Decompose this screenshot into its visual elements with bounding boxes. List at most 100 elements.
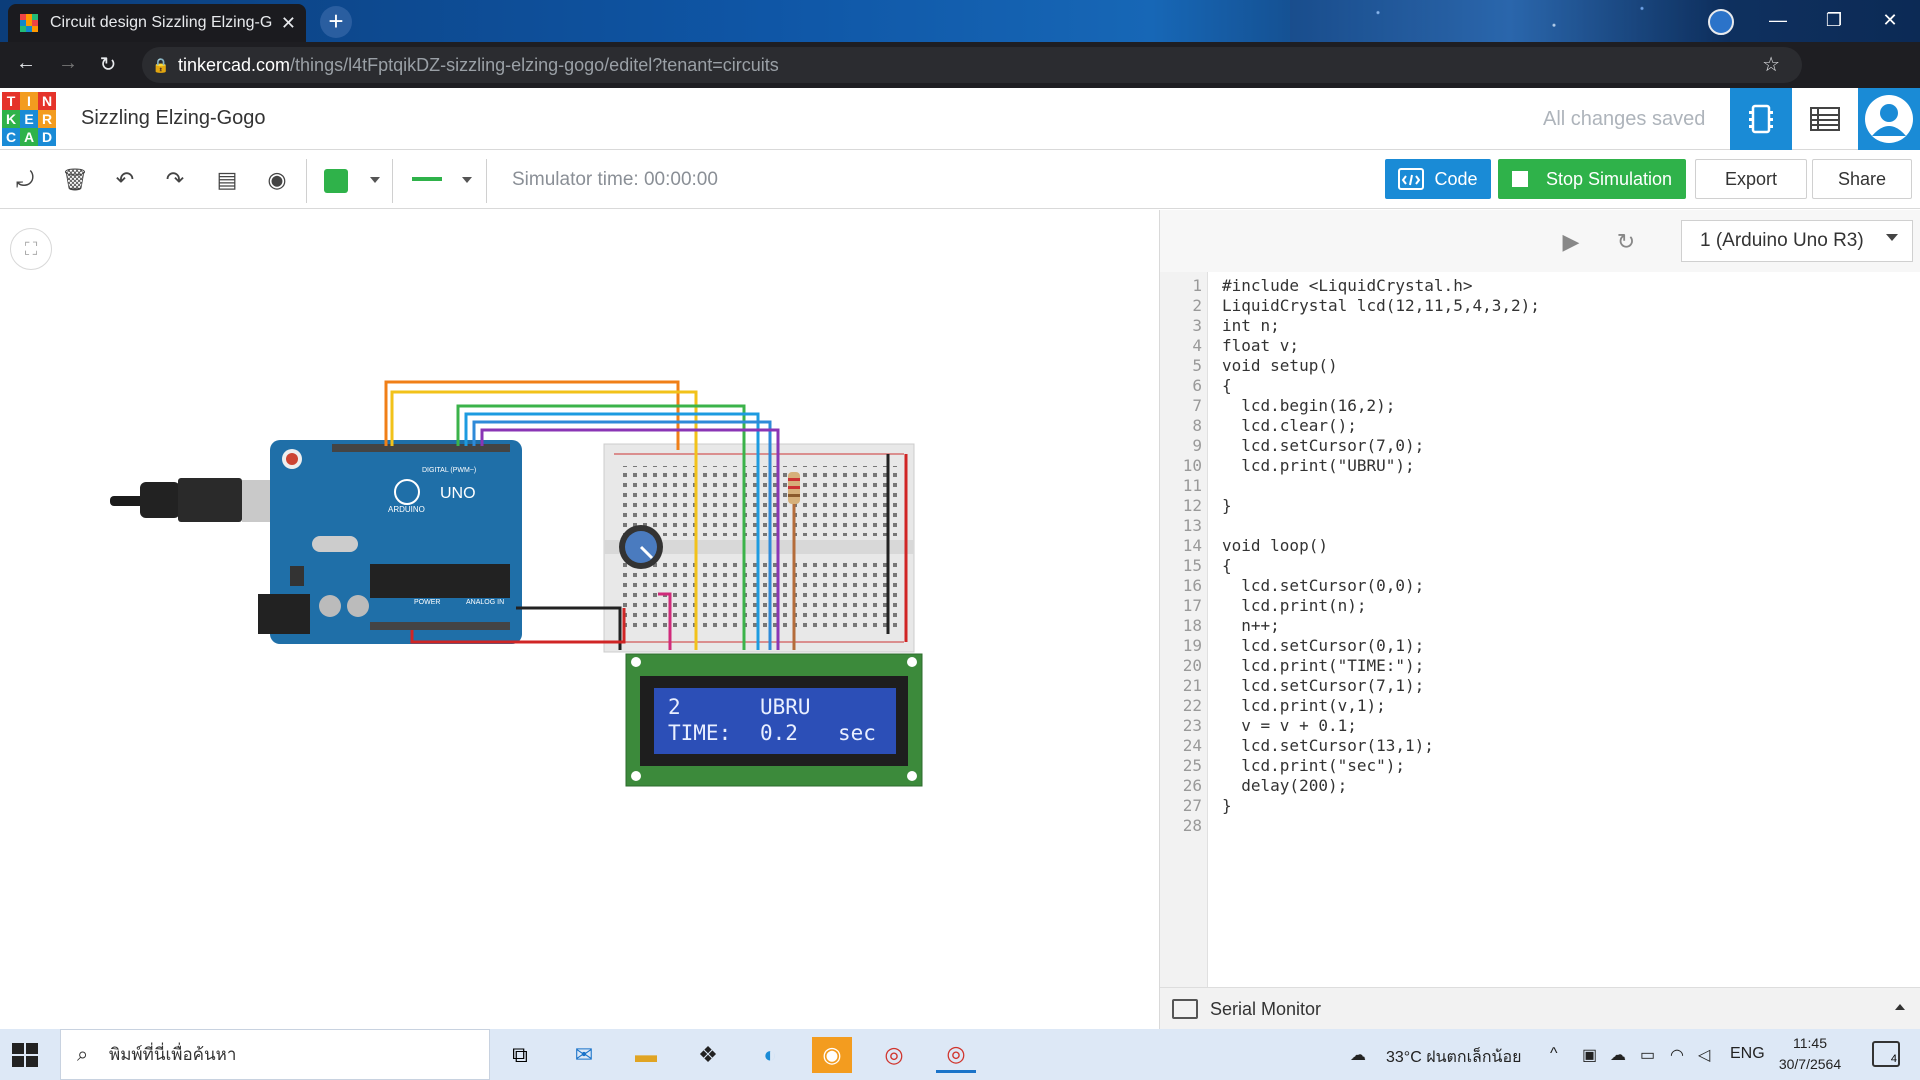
code-line: 15{ <box>1160 556 1920 576</box>
wire-color-swatch[interactable] <box>324 169 348 193</box>
logo-letter: C <box>2 128 20 146</box>
notification-count: 4 <box>1890 1053 1897 1065</box>
weather-text[interactable]: 33°C ฝนตกเล็กน้อย <box>1386 1049 1522 1066</box>
notes-icon[interactable]: ▤ <box>216 167 238 192</box>
volume-icon[interactable]: ◁ <box>1698 1047 1711 1064</box>
wifi-icon[interactable]: ◠ <box>1670 1047 1684 1064</box>
minimize-button[interactable]: — <box>1769 10 1787 30</box>
circuit-workplane[interactable]: ⛶ UNO ARDUINO DIGITAL (PWM~ <box>0 210 1159 1029</box>
chrome-icon[interactable]: ◎ <box>936 1037 976 1073</box>
code-line: 16 lcd.setCursor(0,0); <box>1160 576 1920 596</box>
taskbar-clock[interactable]: 11:45 30/7/2564 <box>1765 1033 1855 1075</box>
code-button[interactable]: Code <box>1385 159 1491 199</box>
toolbar-divider <box>392 159 393 203</box>
serial-monitor-label: Serial Monitor <box>1210 999 1322 1019</box>
component-list-button[interactable] <box>1794 88 1856 150</box>
breadboard-icon <box>1749 104 1773 134</box>
line-number: 12 <box>1182 496 1202 515</box>
notes-visibility-eye-icon[interactable]: ◉ <box>267 167 287 192</box>
code-text: lcd.setCursor(0,0); <box>1222 576 1425 595</box>
rotate-icon[interactable]: ⤾ <box>15 167 35 192</box>
back-arrow-icon[interactable]: ← <box>16 52 36 74</box>
wire-type-icon[interactable] <box>412 177 442 181</box>
tinkercad-logo[interactable]: T I N K E R C A D <box>2 92 56 146</box>
lock-icon: 🔒 <box>152 57 170 73</box>
stop-simulation-button[interactable]: Stop Simulation <box>1498 159 1686 199</box>
code-line: 10 lcd.print("UBRU"); <box>1160 456 1920 476</box>
circuit-wires <box>384 380 908 650</box>
device-select[interactable]: 1 (Arduino Uno R3) <box>1681 220 1913 262</box>
delete-trash-icon[interactable]: 🗑 <box>61 167 89 192</box>
reload-icon[interactable]: ↻ <box>99 54 117 76</box>
edge-icon[interactable]: ◐ <box>763 1042 777 1067</box>
undo-icon[interactable]: ↶ <box>115 167 135 192</box>
upload-run-icon[interactable]: ▶ <box>1562 229 1580 254</box>
battery-icon[interactable]: ▭ <box>1640 1047 1656 1064</box>
logo-letter: T <box>2 92 20 110</box>
url-field[interactable]: 🔒 tinkercad.com/things/l4tFptqikDZ-sizzl… <box>142 47 1802 83</box>
line-number: 20 <box>1182 656 1202 675</box>
forward-arrow-icon[interactable]: → <box>58 52 78 74</box>
chevron-down-icon[interactable] <box>462 177 472 183</box>
line-number: 3 <box>1192 316 1202 335</box>
simulator-time: Simulator time: 00:00:00 <box>512 169 718 190</box>
project-title[interactable]: Sizzling Elzing-Gogo <box>81 107 266 129</box>
arduino-uno-board[interactable]: UNO ARDUINO DIGITAL (PWM~) POWER ANALOG … <box>258 440 522 644</box>
zoom-to-fit-icon[interactable]: ⛶ <box>10 228 52 270</box>
bookmark-star-icon[interactable]: ☆ <box>1762 54 1780 76</box>
serial-monitor-bar[interactable]: Serial Monitor <box>1160 987 1920 1029</box>
debugger-icon[interactable]: ↻ <box>1616 229 1636 254</box>
code-text: void loop() <box>1222 536 1328 555</box>
code-text: lcd.begin(16,2); <box>1222 396 1396 415</box>
lcd-screen-text: 2 UBRU TIME: 0.2 sec <box>666 694 892 750</box>
lcd-16x2-display[interactable] <box>625 653 923 787</box>
file-explorer-icon[interactable]: ▬ <box>635 1042 657 1067</box>
line-app-icon[interactable]: ◉ <box>812 1037 852 1073</box>
code-line: 21 lcd.setCursor(7,1); <box>1160 676 1920 696</box>
line-number: 9 <box>1192 436 1202 455</box>
share-button[interactable]: Share <box>1812 159 1912 199</box>
mail-icon[interactable]: ✉ <box>574 1042 594 1067</box>
code-line: 25 lcd.print("sec"); <box>1160 756 1920 776</box>
line-number: 19 <box>1182 636 1202 655</box>
notification-center-icon[interactable]: 4 <box>1872 1041 1900 1067</box>
chevron-down-icon <box>1886 234 1898 241</box>
tinkercad-header: T I N K E R C A D Sizzling Elzing-Gogo A… <box>0 88 1920 150</box>
stop-square-icon <box>1511 171 1528 187</box>
lcd-time-label: TIME: <box>668 721 732 745</box>
code-text: lcd.print("UBRU"); <box>1222 456 1415 475</box>
potentiometer[interactable] <box>619 525 663 569</box>
language-indicator[interactable]: ENG <box>1730 1045 1765 1062</box>
redo-icon[interactable]: ↷ <box>165 167 185 192</box>
browser-tab-active[interactable]: Circuit design Sizzling Elzing-Go( ✕ <box>8 4 306 42</box>
clock-time: 11:45 <box>1793 1035 1827 1051</box>
close-window-button[interactable]: ✕ <box>1882 10 1898 30</box>
logo-letter: K <box>2 110 20 128</box>
weather-icon[interactable]: ☁ <box>1350 1047 1366 1064</box>
circuit-view-button[interactable] <box>1730 88 1792 150</box>
task-view-icon[interactable]: ⧉ <box>512 1042 528 1067</box>
chrome-icon[interactable]: ◎ <box>884 1042 904 1067</box>
profile-download-icon[interactable] <box>1708 9 1734 35</box>
taskbar-search-field[interactable]: ⌕ พิมพ์ที่นี่เพื่อค้นหา <box>60 1029 490 1080</box>
code-text: LiquidCrystal lcd(12,11,5,4,3,2); <box>1222 296 1540 315</box>
new-tab-button[interactable]: + <box>320 6 352 38</box>
user-avatar[interactable] <box>1858 88 1920 150</box>
meet-now-icon[interactable]: ▣ <box>1582 1047 1598 1064</box>
onedrive-icon[interactable]: ☁ <box>1610 1047 1626 1064</box>
code-line: 18 n++; <box>1160 616 1920 636</box>
tab-close-icon[interactable]: ✕ <box>280 13 296 33</box>
dropbox-icon[interactable]: ❖ <box>698 1042 718 1067</box>
chevron-up-icon[interactable] <box>1895 1004 1905 1010</box>
code-line: 17 lcd.print(n); <box>1160 596 1920 616</box>
power-pins-label: POWER <box>414 599 440 606</box>
export-button[interactable]: Export <box>1695 159 1807 199</box>
line-number: 10 <box>1182 456 1202 475</box>
line-number: 26 <box>1182 776 1202 795</box>
windows-start-icon[interactable] <box>10 1041 40 1069</box>
chevron-down-icon[interactable] <box>370 177 380 183</box>
restore-button[interactable]: ❐ <box>1825 10 1843 30</box>
chevron-up-icon[interactable]: ^ <box>1550 1045 1558 1062</box>
